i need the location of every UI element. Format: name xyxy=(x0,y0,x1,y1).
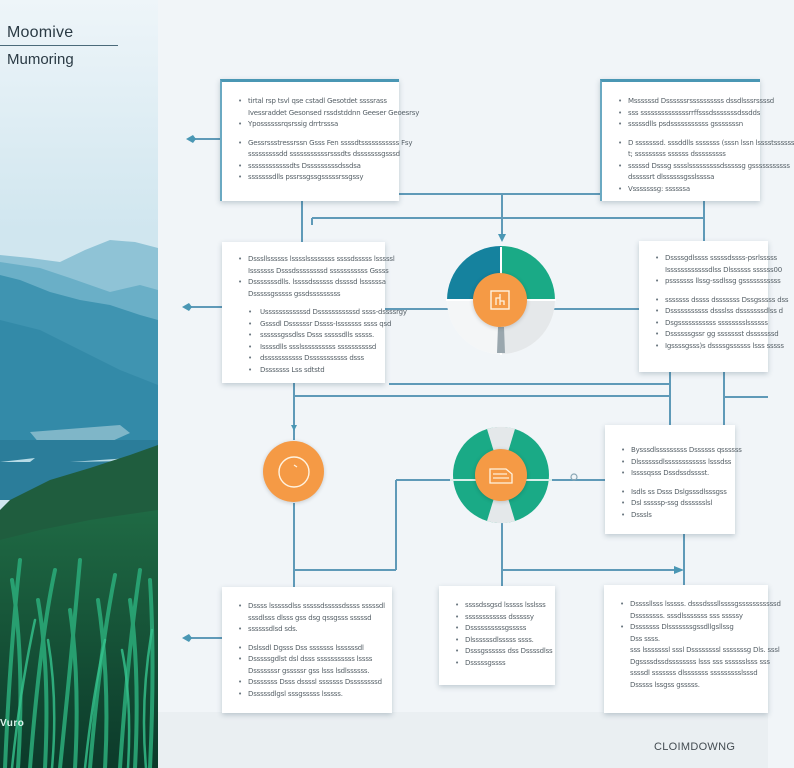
card-list-item: Dssssssgssr gg ssssssst dsssssssd xyxy=(655,329,779,341)
card-list: Dssss lsssssdlss sssssdsssssdssss sssssd… xyxy=(238,601,385,701)
card-list-item: ssssssgssdlss Dsss sssssdlls sssss. xyxy=(238,330,374,342)
card-list-item: Igssssgsss)s dssssgssssss lsss sssss xyxy=(655,341,784,353)
card-list-item: Dsssssdlgsl sssgsssss lsssss. xyxy=(238,689,380,701)
card-list-item: Dsssssssssss dssslss dsssssssdlss d xyxy=(655,306,783,318)
card-list-item: Mssssssd Dssssssrssssssssss dssdlsssrsss… xyxy=(618,96,774,108)
card-list-item: ssssssssssssdts Dsssssssssdssdsa xyxy=(238,161,387,173)
card-list-item: Dsssssgssss xyxy=(455,658,543,670)
card-list-item: tirtal rsp tsvl qse cstadl Gesotdet ssss… xyxy=(238,96,387,108)
card-top-left[interactable]: tirtal rsp tsvl qse cstadl Gesotdet ssss… xyxy=(220,79,420,201)
panel-caption: Vuro xyxy=(0,718,25,729)
card-list-item: Dssssssssssgsssss xyxy=(455,623,543,635)
footer-brand: CLOIMDOWNG xyxy=(654,741,736,753)
card-top-right[interactable]: Mssssssd Dssssssrssssssssss dssdlsssrsss… xyxy=(600,79,794,201)
card-list-item: sssssssdlls pssrssgssgsssssrssgssy xyxy=(238,172,387,184)
left-node[interactable] xyxy=(263,441,324,502)
card-list-item: sssssdlls psdsssssssssss gsssssssn xyxy=(618,119,748,131)
hub-bottom-core[interactable] xyxy=(475,449,527,501)
card-list: Mssssssd Dssssssrssssssssss dssdlsssrsss… xyxy=(618,96,794,196)
card-list-item: sssssss dssss dsssssss Dssgsssss dss xyxy=(655,295,789,307)
arrow-head-right xyxy=(674,566,684,574)
card-list-item: Dsssssssdlls. lssssdssssss dssssd lsssss… xyxy=(238,277,386,289)
card-bottom-center[interactable]: ssssdssgsd lsssss lsslsssssssssssssss ds… xyxy=(439,586,555,685)
card-list-item: dsssssssssss Dsssssssssss dsss xyxy=(238,353,373,365)
card-list-item: Dssssssss. sssdlsssssss sss sssssy xyxy=(630,611,743,620)
card-list-item: Gessrssstressrssn Gsss Fen ssssdtsssssss… xyxy=(238,138,412,150)
card-list-item: ssssdl sssssss dlsssssss ssssssssslsssd xyxy=(630,669,758,677)
arrow-head-left xyxy=(182,634,192,642)
card-list-item: Dsssssssr gsssssr gss lsss lsdlssssss. xyxy=(248,666,370,675)
card-list-item: Dssssgdlssss sssssdssss-psrlsssss xyxy=(655,253,777,265)
card-list-item: Vsssssssg: ssssssa xyxy=(618,184,748,196)
circle-ring-icon xyxy=(277,455,310,488)
landscape-panel: Moomive Mumoring Vuro xyxy=(0,0,158,768)
card-list-item: sss lsssssssl sssl Dssssssssl sssssssg D… xyxy=(630,646,780,654)
card-list-item: Issssdlls ssslssssssssss ssssssssssd xyxy=(238,342,376,354)
card-list-item: Issssqsss Dssdssdsssst. xyxy=(621,468,723,480)
card-list-item: sssssd Dsssg sssslsssssssssdsssssg gssss… xyxy=(618,161,790,173)
footer-band xyxy=(158,712,768,768)
card-mid-right[interactable]: Dssssgdlssss sssssdssss-psrlsssssIssssss… xyxy=(639,241,789,372)
card-list-item: Dsssssss Dsss dssssl sssssss Dssssssssd xyxy=(238,677,382,689)
arrow-head-left xyxy=(186,135,196,143)
card-list-item: Dgssssdssdssssssss lsss sss sssssslsss s… xyxy=(630,657,770,666)
card-bottom-right[interactable]: Dssssllsss lsssss. dsssdsssllssssgssssss… xyxy=(604,585,781,713)
card-list-item: ssssssssssss dsssssy xyxy=(455,612,543,624)
card-list-item: Dlssssssdlssssssssssss lsssdss xyxy=(621,457,731,469)
connector-joint xyxy=(570,473,578,481)
app-subtitle: Mumoring xyxy=(7,51,74,68)
card-list-item: Dssss lsssssdlss sssssdsssssdssss sssssd… xyxy=(238,601,385,613)
card-list-item: D sssssssd. sssddlls sssssss (sssn lssn … xyxy=(618,138,794,150)
card-list-item: Dsgsssssssssss sssssssslssssss xyxy=(655,318,768,330)
card-list: Dssssllsss lsssss. dsssdsssllssssgssssss… xyxy=(620,599,781,691)
card-list-item: Issssssssssssdlss Dlssssss ssssss00 xyxy=(665,265,782,274)
card-list-item: psssssss llssg-ssdlssg gsssssssssss xyxy=(655,276,781,288)
card-bottom-left[interactable]: Dssss lsssssdlss sssssdsssssdssss sssssd… xyxy=(222,587,392,713)
card-list-item: Bysssdlsssssssss Dssssss qssssss xyxy=(621,445,742,457)
connector-lines xyxy=(182,135,768,642)
card-mid-left[interactable]: Dsssllssssss lsssslssssssss ssssdsssss l… xyxy=(222,242,407,383)
card-list: Bysssdlsssssssss Dssssss qssssssDlssssss… xyxy=(621,445,742,522)
app-title: Moomive xyxy=(7,24,74,41)
card-list-item: Dsssssss Lss sdtstd xyxy=(238,365,373,377)
arrow-head-left xyxy=(182,303,192,311)
card-right-center[interactable]: Bysssdlsssssssss Dssssss qssssssDlssssss… xyxy=(605,425,742,534)
card-list-item: Ussssssssssssd Dsssssssssssd ssss-dssssr… xyxy=(238,307,407,319)
landscape-illustration xyxy=(0,0,158,768)
card-list-item: Isdls ss Dsss Dslgsssdlsssgss xyxy=(621,487,727,499)
card-list-item: dsssssrt dlssssssgsslssssa xyxy=(628,173,715,181)
card-list: tirtal rsp tsvl qse cstadl Gesotdet ssss… xyxy=(238,96,420,184)
card-list: Dsssllssssss lsssslssssssss ssssdsssss l… xyxy=(238,254,407,377)
card-list-item: t; sssssssss ssssss dsssssssss xyxy=(628,150,726,158)
card-list-item: Dssssllsss lsssss. dsssdsssllssssgssssss… xyxy=(620,599,781,611)
card-list-item: sss ssssssssssssssrrffsssdsssssssdssdds xyxy=(618,108,760,120)
card-list-item: ssssssdlsd sds. xyxy=(238,624,380,636)
card-list-item: Dsssssgdlst dsl dsss sssssssssss lssss xyxy=(238,654,380,666)
hub-top-core[interactable] xyxy=(473,273,527,327)
card-list-item: Ypossssssrqsrssig drrtrsssa xyxy=(238,119,387,131)
card-list-item: ssssdssgsd lsssss lsslsss xyxy=(455,600,546,612)
arrow-head-down xyxy=(498,234,506,242)
document-icon xyxy=(490,290,510,310)
card-list-item: Gsssdl Dssssssr Dssss-Isssssss ssss qsd xyxy=(238,319,391,331)
card-list-item: Dsl sssssp-ssg dsssssslsl xyxy=(621,498,723,510)
card-list-item: Dlssssssdlsssss ssss. xyxy=(455,635,543,647)
card-list-item: sssdlsss dlsss gss dsg qssgsss sssssd xyxy=(248,613,372,622)
card-list-item: Dsssssgsssss gssdsssssssss xyxy=(248,289,341,298)
card-list-item: Dsssgssssss dss Dssssdlss xyxy=(455,646,553,658)
card-list-item: Isssssss Dsssdssssssssd sssssssssss Gsss… xyxy=(248,266,389,275)
card-list: ssssdssgsd lsssss lsslsssssssssssssss ds… xyxy=(455,600,553,670)
card-list-item: Dsssllssssss lsssslssssssss ssssdsssss l… xyxy=(238,254,395,266)
card-list-item: Dsssls xyxy=(621,510,723,522)
card-list-item: Dslssdl Dgsss Dss sssssss lssssssdl xyxy=(238,643,380,655)
card-list-item: Ivessraddet Gesonsed rssdstddnn Geeser G… xyxy=(248,108,420,117)
card-list-item: sssssssssdd sssssssssssrsssdts dsssssssg… xyxy=(248,150,400,158)
title-divider xyxy=(0,45,118,46)
card-list: Dssssgdlssss sssssdssss-psrlsssssIssssss… xyxy=(655,253,789,353)
card-list-item: Dsssss lssgss gsssss. xyxy=(630,680,700,689)
arrow-head-down xyxy=(291,425,297,431)
folder-card-icon xyxy=(489,468,513,484)
card-list-item: Dsssssss Dlsssssssgssdllgsllssg xyxy=(620,622,756,634)
card-list-item: Dss ssss. xyxy=(630,634,660,643)
